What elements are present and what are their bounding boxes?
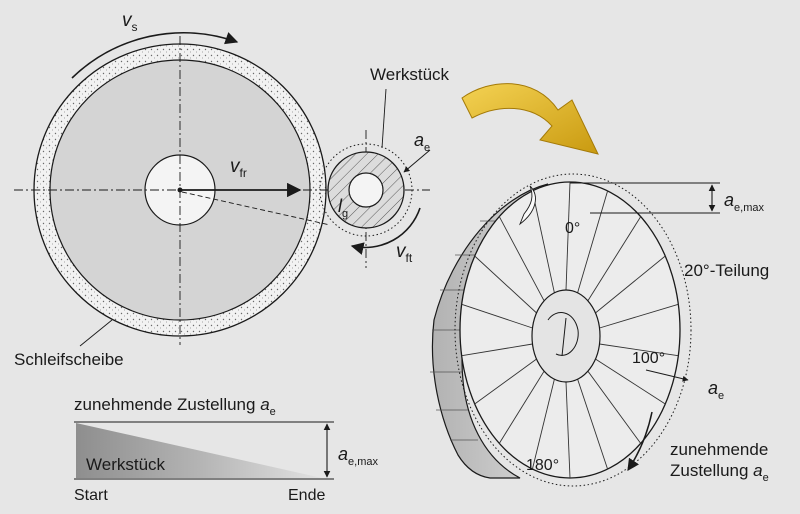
ae-right-leader xyxy=(645,369,689,382)
disc-radial-line xyxy=(531,190,555,293)
disc-radial-lines xyxy=(461,181,679,479)
zunehmende-label: zunehmende xyxy=(670,440,768,459)
deg100-label: 100° xyxy=(632,350,665,367)
disc-radial-line xyxy=(474,255,537,314)
disc-hub-bore xyxy=(547,312,579,356)
ae-right-label: ae xyxy=(708,378,724,402)
disc-radial-line xyxy=(474,358,537,405)
aemax-label: ae,max xyxy=(724,190,764,214)
disc-radial-line xyxy=(565,181,571,291)
wedge-werkstueck-label: Werkstück xyxy=(86,455,166,474)
disc-hub xyxy=(531,289,601,383)
schleifscheibe-leader xyxy=(79,319,113,347)
workpiece-bore xyxy=(348,172,384,208)
wedge-diagram: zunehmende Zustellung ae ae,max Werkstüc… xyxy=(74,395,378,504)
wedge-shape xyxy=(76,423,322,478)
teilung-label: 20°-Teilung xyxy=(684,261,769,280)
disc-radial-line xyxy=(595,358,666,405)
disc-radial-line xyxy=(498,216,545,302)
ae-label: ae xyxy=(414,130,430,154)
disc-radial-line xyxy=(587,216,642,302)
werkstueck-leader xyxy=(381,88,387,149)
ende-label: Ende xyxy=(288,487,325,504)
deg180-label: 180° xyxy=(526,457,559,474)
vs-arrow xyxy=(71,31,239,79)
ae-leader xyxy=(403,149,431,173)
disc-radial-line xyxy=(577,379,609,470)
vft-label: vft xyxy=(396,241,413,265)
disc-notch xyxy=(518,185,536,226)
disc-radial-line xyxy=(587,370,642,444)
zustellung-arrow xyxy=(627,411,653,471)
contact-radius-line xyxy=(181,191,331,226)
disc-radial-line xyxy=(599,303,679,329)
zustellung-label: Zustellung ae xyxy=(670,461,769,484)
schleifscheibe-label: Schleifscheibe xyxy=(14,350,124,369)
vfr-label: vfr xyxy=(230,156,247,180)
disc-radial-line xyxy=(461,343,533,357)
wedge-title: zunehmende Zustellung ae xyxy=(74,395,276,418)
disc-radial-line xyxy=(565,381,571,479)
disc-radial-line xyxy=(595,255,666,314)
disc-radial-line xyxy=(531,379,555,470)
disc-radial-line xyxy=(599,343,679,357)
disc-radial-line xyxy=(498,370,545,444)
disc-dotted-outline xyxy=(454,173,692,487)
start-label: Start xyxy=(74,487,108,504)
workpiece-dotted-outline xyxy=(319,143,413,237)
disc-radial-line xyxy=(577,190,609,293)
disc-3d xyxy=(430,173,692,487)
vs-label: vs xyxy=(122,10,138,34)
werkstueck-top-label: Werkstück xyxy=(370,65,450,84)
vft-arrow xyxy=(350,207,421,255)
curved-arrow-icon xyxy=(461,83,599,155)
disc-radial-line xyxy=(461,303,533,329)
wedge-ae-max-label: ae,max xyxy=(338,444,378,468)
disc-hub-axis xyxy=(561,317,567,357)
workpiece xyxy=(319,143,413,237)
deg0-label: 0° xyxy=(565,220,580,237)
lg-label: lg xyxy=(338,196,348,220)
